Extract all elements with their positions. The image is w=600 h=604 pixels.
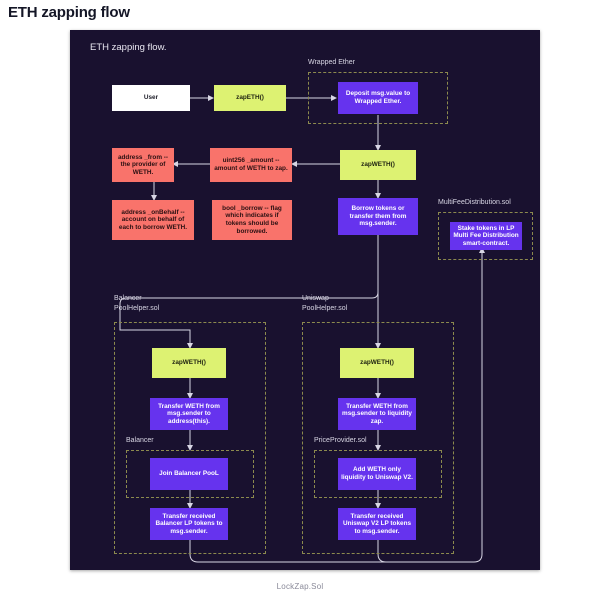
node-balancer-transfer-weth[interactable]: Transfer WETH from msg.sender to address… [150, 398, 228, 430]
node-zap-weth-main[interactable]: zapWETH() [340, 150, 416, 180]
node-uniswap-transfer-lp[interactable]: Transfer received Uniswap V2 LP tokens t… [338, 508, 416, 540]
group-label-wrapped-ether: Wrapped Ether [308, 59, 355, 66]
node-deposit-weth[interactable]: Deposit msg.value to Wrapped Ether. [338, 82, 418, 114]
group-label-priceprovider: PriceProvider.sol [314, 437, 367, 444]
node-uniswap-zap-weth[interactable]: zapWETH() [340, 348, 414, 378]
node-uniswap-transfer-weth[interactable]: Transfer WETH from msg.sender to liquidi… [338, 398, 416, 430]
node-param-onbehalf[interactable]: address _onBehalf -- account on behalf o… [112, 200, 194, 240]
footer-caption: LockZap.Sol [276, 582, 324, 591]
node-balancer-zap-weth[interactable]: zapWETH() [152, 348, 226, 378]
node-param-amount[interactable]: uint256 _amount -- amount of WETH to zap… [210, 148, 292, 182]
node-join-balancer-pool[interactable]: Join Balancer PooL [150, 458, 228, 490]
group-uniswap-poolhelper [302, 322, 454, 554]
node-add-liquidity[interactable]: Add WETH only liquidity to Uniswap V2. [338, 458, 416, 490]
node-param-borrow[interactable]: bool _borrow -- flag which indicates if … [212, 200, 292, 240]
node-stake-lp[interactable]: Stake tokens in LP Multi Fee Distributio… [450, 222, 522, 250]
node-user[interactable]: User [112, 85, 190, 111]
group-label-balancer-poolhelper: Balancer PoolHelper.sol [114, 295, 160, 313]
page-title: ETH zapping flow [8, 4, 130, 21]
group-balancer-inner [126, 450, 254, 498]
group-wrapped-ether [308, 72, 448, 124]
node-zap-eth[interactable]: zapETH() [214, 85, 286, 111]
node-borrow-tokens[interactable]: Borrow tokens or transfer them from msg.… [338, 198, 418, 235]
group-balancer-poolhelper [114, 322, 266, 554]
diagram-canvas: ETH zapping flow. [70, 30, 540, 570]
group-label-balancer-inner: Balancer [126, 437, 154, 444]
group-priceprovider [314, 450, 442, 498]
group-multifee [438, 212, 533, 260]
node-param-from[interactable]: address _from -- the provider of WETH. [112, 148, 174, 182]
group-label-multifee: MultiFeeDistribution.sol [438, 199, 511, 206]
group-label-uniswap-poolhelper: Uniswap PoolHelper.sol [302, 295, 348, 313]
node-balancer-transfer-lp[interactable]: Transfer received Balancer LP tokens to … [150, 508, 228, 540]
diagram-title: ETH zapping flow. [90, 42, 167, 53]
